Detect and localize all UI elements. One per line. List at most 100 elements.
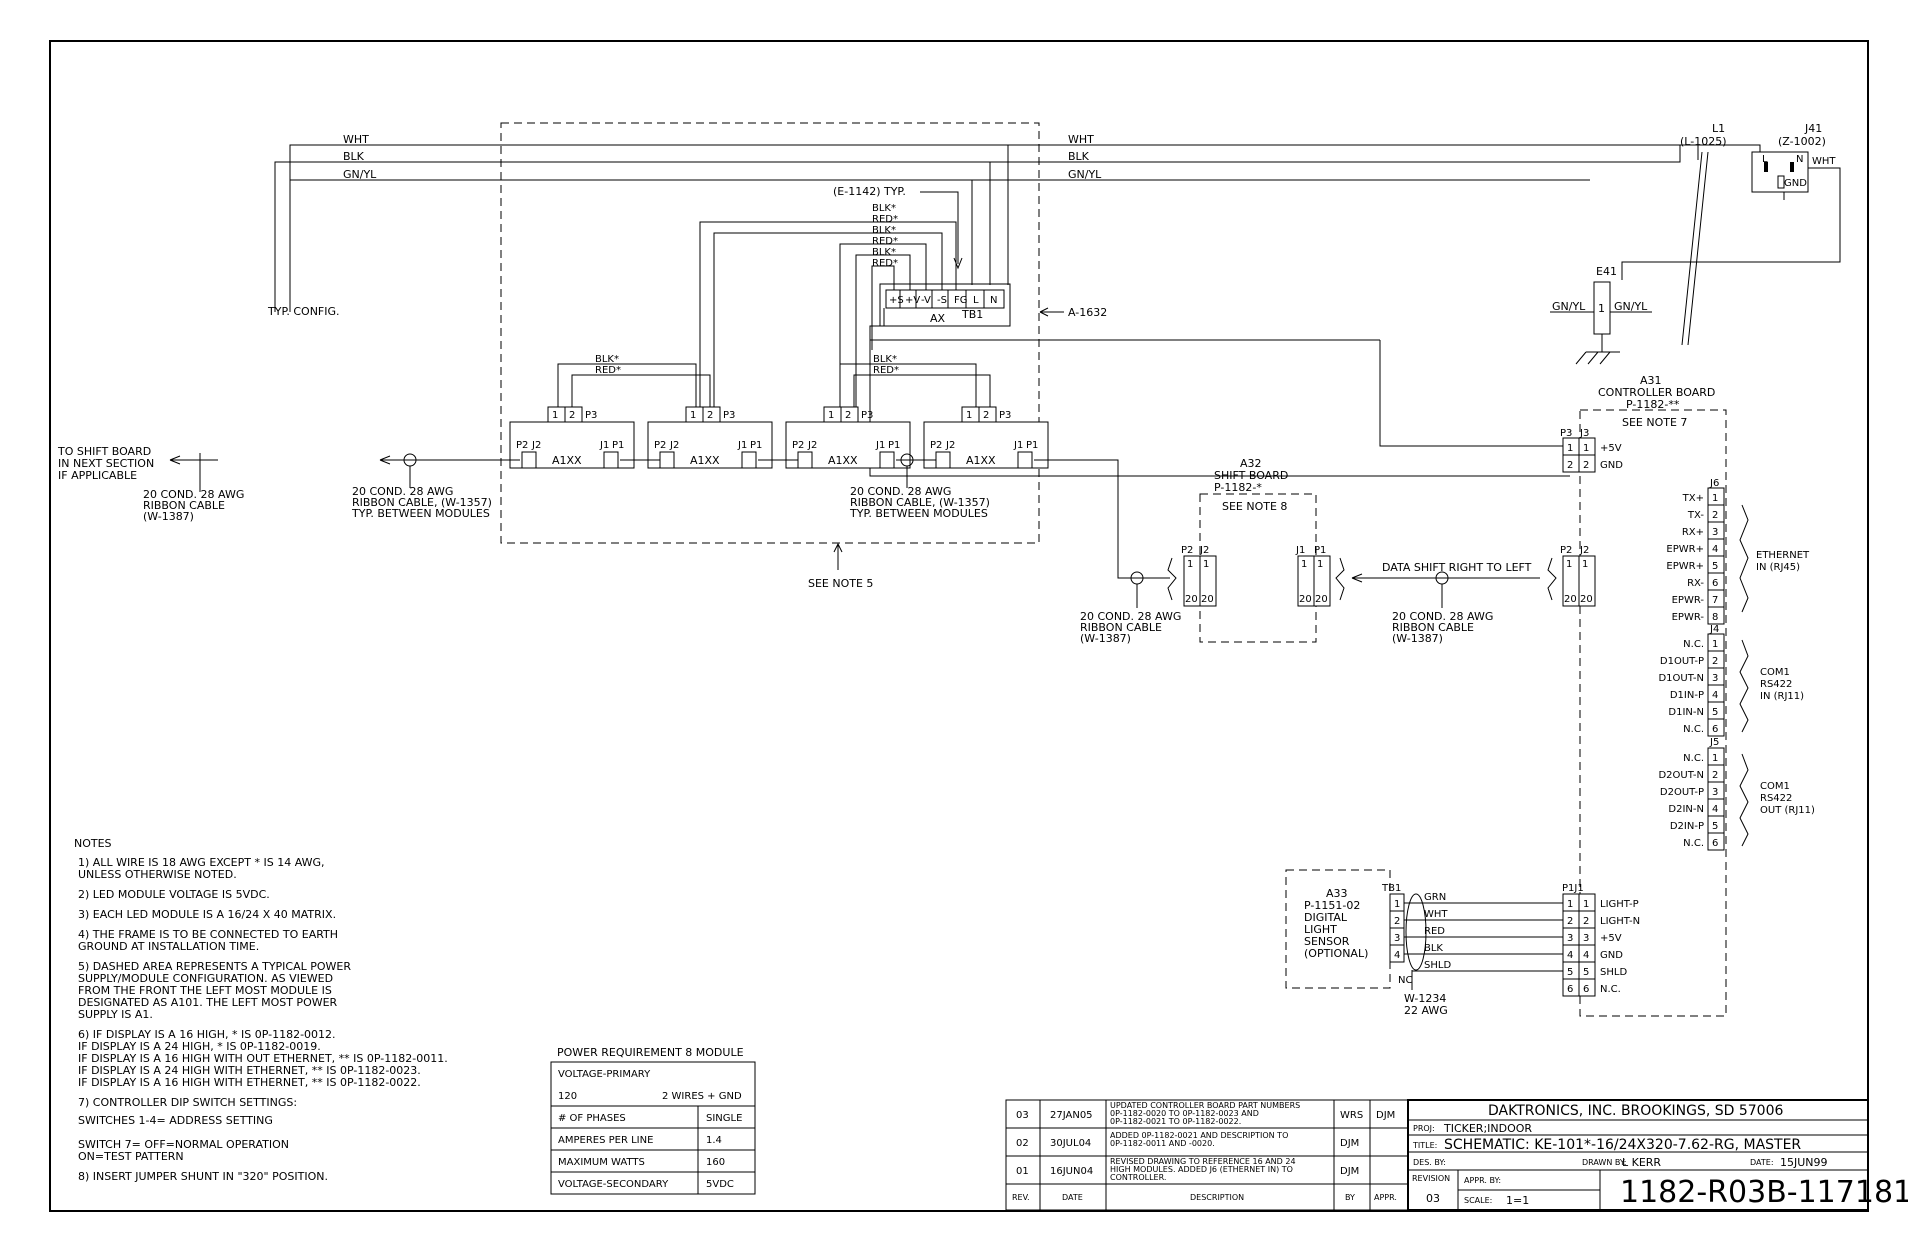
module-pair-left-blk: BLK* bbox=[595, 354, 619, 365]
shift-right-pin20a: 20 bbox=[1299, 594, 1312, 605]
j6-pin-5: 5 bbox=[1712, 561, 1718, 572]
module1-p1: P1 bbox=[612, 440, 624, 451]
see-note-5: SEE NOTE 5 bbox=[808, 577, 873, 590]
tb1-label: TB1 bbox=[961, 308, 983, 321]
module2-p3: P3 bbox=[723, 410, 735, 421]
ribbon-w1387-line2: RIBBON CABLE bbox=[143, 499, 225, 512]
note-line-4: 3) EACH LED MODULE IS A 16/24 X 40 MATRI… bbox=[78, 908, 336, 921]
rev-header-appr: APPR. bbox=[1374, 1193, 1397, 1202]
note-line-19: SWITCH 7= OFF=NORMAL OPERATION bbox=[78, 1138, 289, 1151]
note-line-14: IF DISPLAY IS A 16 HIGH WITH OUT ETHERNE… bbox=[78, 1052, 448, 1065]
wire-label-gnyl: GN/YL bbox=[343, 168, 377, 181]
j6-label-7: EPWR- bbox=[1672, 595, 1705, 606]
j6-label-1: TX+ bbox=[1682, 493, 1704, 504]
sensor-line-1: A33 bbox=[1326, 887, 1348, 900]
sensor-wire-wht: WHT bbox=[1424, 909, 1448, 920]
e41-pin: 1 bbox=[1598, 302, 1605, 315]
sensor-line-6: (OPTIONAL) bbox=[1304, 947, 1368, 960]
p1-pin-4a: 4 bbox=[1567, 950, 1573, 961]
terminal-pv: +V bbox=[905, 295, 920, 306]
module2-p1: P1 bbox=[750, 440, 762, 451]
power-row-5-key: MAXIMUM WATTS bbox=[558, 1157, 645, 1168]
sensor-wire-blk: BLK bbox=[1424, 943, 1443, 954]
module1-j2: J2 bbox=[531, 440, 541, 451]
note-line-15: IF DISPLAY IS A 24 HIGH WITH ETHERNET, *… bbox=[78, 1064, 421, 1077]
shift-left-pin1b: 1 bbox=[1203, 559, 1209, 570]
p1-label-1: LIGHT-P bbox=[1600, 899, 1639, 910]
ctrl-p2-pin20b: 20 bbox=[1580, 594, 1593, 605]
ctrl-p2-pin1b: 1 bbox=[1582, 559, 1588, 570]
module3-p2: P2 bbox=[792, 440, 804, 451]
module2-p3-pin1: 1 bbox=[690, 410, 696, 421]
j5-label-3: D2OUT-P bbox=[1660, 787, 1704, 798]
note-line-5: 4) THE FRAME IS TO BE CONNECTED TO EARTH bbox=[78, 928, 338, 941]
terminal-ms: -S bbox=[937, 295, 947, 306]
j4-pin-3: 3 bbox=[1712, 673, 1718, 684]
sensor-tb1: TB1 bbox=[1381, 883, 1401, 894]
j41-part: (Z-1002) bbox=[1778, 135, 1826, 148]
module2-name: A1XX bbox=[690, 454, 720, 467]
rev-header-date: DATE bbox=[1062, 1193, 1083, 1202]
drawing-number: 1182-R03B-117181 bbox=[1620, 1175, 1908, 1210]
p1-pin-2b: 2 bbox=[1583, 916, 1589, 927]
j4-group-2: RS422 bbox=[1760, 679, 1792, 690]
shift-title-3: P-1182-* bbox=[1214, 481, 1262, 494]
proj-label: PROJ: bbox=[1413, 1124, 1435, 1133]
p1-label-3: +5V bbox=[1600, 933, 1622, 944]
j6-label-5: EPWR+ bbox=[1666, 561, 1704, 572]
supply-wire-2: RED* bbox=[872, 214, 898, 225]
p1-label-6: N.C. bbox=[1600, 984, 1621, 995]
terminal-n: N bbox=[990, 295, 997, 306]
j41-l: L bbox=[1762, 154, 1768, 165]
note-line-1: 1) ALL WIRE IS 18 AWG EXCEPT * IS 14 AWG… bbox=[78, 856, 325, 869]
rev-03-date: 27JAN05 bbox=[1050, 1110, 1093, 1121]
wire-label-gnyl-right: GN/YL bbox=[1068, 168, 1102, 181]
module2-p3-pin2: 2 bbox=[707, 410, 713, 421]
module-pair-right-red: RED* bbox=[873, 365, 899, 376]
module4-j2: J2 bbox=[945, 440, 955, 451]
title-value: SCHEMATIC: KE-101*-16/24X320-7.62-RG, MA… bbox=[1444, 1137, 1801, 1153]
j5-pin-4: 4 bbox=[1712, 804, 1718, 815]
sensor-nc: NC bbox=[1398, 975, 1412, 986]
note-line-17: 7) CONTROLLER DIP SWITCH SETTINGS: bbox=[78, 1096, 297, 1109]
sensor-line-3: DIGITAL bbox=[1304, 911, 1348, 924]
p1-pin-1a: 1 bbox=[1567, 899, 1573, 910]
rev-02-desc-1: ADDED 0P-1182-0021 AND DESCRIPTION TO bbox=[1110, 1131, 1288, 1140]
j6-label-8: EPWR- bbox=[1672, 612, 1705, 623]
module4-j1: J1 bbox=[1013, 440, 1023, 451]
j5-pin-6: 6 bbox=[1712, 838, 1718, 849]
p1-pin-3a: 3 bbox=[1567, 933, 1573, 944]
p1-label-2: LIGHT-N bbox=[1600, 916, 1640, 927]
p1-pin-2a: 2 bbox=[1567, 916, 1573, 927]
j4-group-1: COM1 bbox=[1760, 667, 1790, 678]
data-shift-label: DATA SHIFT RIGHT TO LEFT bbox=[1382, 561, 1532, 574]
j5-pin-5: 5 bbox=[1712, 821, 1718, 832]
ribbon-w1387-line1: 20 COND. 28 AWG bbox=[143, 488, 244, 501]
j5-pin-2: 2 bbox=[1712, 770, 1718, 781]
module3-p1: P1 bbox=[888, 440, 900, 451]
ribbon-w1357b-line3: TYP. BETWEEN MODULES bbox=[849, 507, 988, 520]
j6-pin-6: 6 bbox=[1712, 578, 1718, 589]
rev-01-desc-2: HIGH MODULES. ADDED J6 (ETHERNET IN) TO bbox=[1110, 1165, 1293, 1174]
ctrl-p3: P3 bbox=[1560, 428, 1572, 439]
supply-wire-6: RED* bbox=[872, 258, 898, 269]
notes-title: NOTES bbox=[74, 837, 112, 850]
note-line-21: 8) INSERT JUMPER SHUNT IN "320" POSITION… bbox=[78, 1170, 328, 1183]
led-modules: BLK* RED* BLK* RED* 1 2 1 2 P3 J3 P2 J2 … bbox=[379, 354, 1170, 608]
revision-value: 03 bbox=[1426, 1192, 1440, 1205]
module1-j1: J1 bbox=[599, 440, 609, 451]
p1-label-5: SHLD bbox=[1600, 967, 1627, 978]
module1-name: A1XX bbox=[552, 454, 582, 467]
j4-pin-5: 5 bbox=[1712, 707, 1718, 718]
ctrl-p3-pin1b: 1 bbox=[1583, 443, 1589, 454]
sensor-line-4: LIGHT bbox=[1304, 923, 1337, 936]
led-module-3: 1 2 1 2 P3 J3 P2 J2 J1 P1 A1XX bbox=[785, 406, 911, 469]
sensor-wire-red: RED bbox=[1424, 926, 1445, 937]
j4-pin-2: 2 bbox=[1712, 656, 1718, 667]
ribbon-w1387-line3: (W-1387) bbox=[143, 510, 194, 523]
j6-group-2: IN (RJ45) bbox=[1756, 562, 1800, 573]
power-row-2-key: 120 bbox=[558, 1091, 577, 1102]
note-line-12: 6) IF DISPLAY IS A 16 HIGH, * IS 0P-1182… bbox=[78, 1028, 336, 1041]
module4-p3: P3 bbox=[999, 410, 1011, 421]
rev-01-desc-1: REVISED DRAWING TO REFERENCE 16 AND 24 bbox=[1110, 1157, 1296, 1166]
